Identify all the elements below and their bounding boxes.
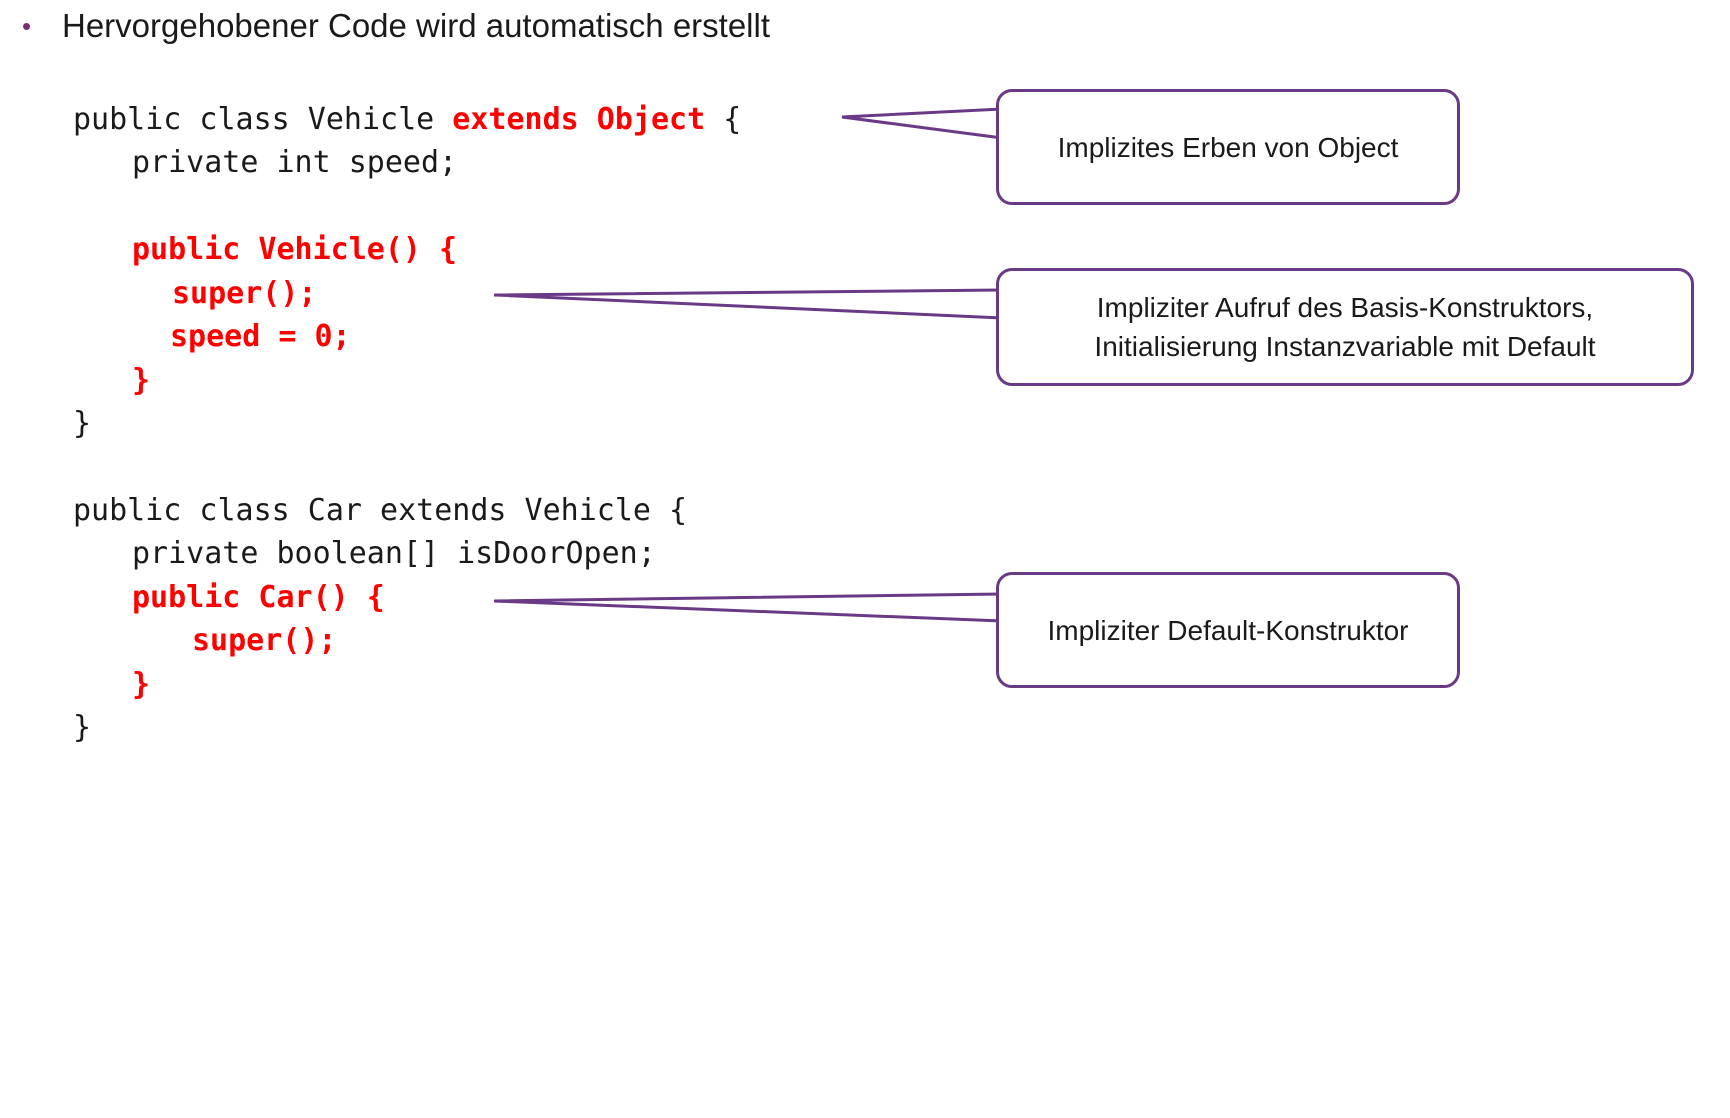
code-highlight-car-super-call: super();	[192, 623, 337, 658]
callout-text: Impliziter Default-Konstruktor	[1047, 614, 1409, 646]
callout-object-inheritance: Implizites Erben von Object	[996, 89, 1460, 205]
code-highlight-speed-init: speed = 0;	[170, 319, 351, 354]
code-line-car-field: private boolean[] isDoorOpen;	[132, 536, 656, 571]
bullet-icon: •	[22, 10, 32, 41]
code-line-car-class-close: }	[73, 710, 92, 745]
callout-base-ctor: Impliziter Aufruf des Basis-Konstruktors…	[996, 268, 1694, 386]
callout-text: Impliziter Aufruf des Basis-Konstruktors…	[1094, 288, 1595, 366]
code-line-vehicle-field: private int speed;	[132, 145, 458, 180]
code-highlight-extends-object: extends Object	[452, 102, 706, 137]
callout-text-line: Impliziter Aufruf des Basis-Konstruktors…	[1096, 292, 1594, 323]
pointer-default-ctor	[493, 592, 1003, 623]
bullet-text: Hervorgehobener Code wird automatisch er…	[62, 7, 771, 44]
code-highlight-super-call: super();	[172, 276, 317, 311]
code-line-vehicle-class-close: }	[73, 406, 92, 441]
bullet-item: • Hervorgehobener Code wird automatisch …	[22, 6, 770, 46]
callout-text: Implizites Erben von Object	[1057, 131, 1399, 163]
code-highlight-vehicle-ctor: public Vehicle() {	[132, 232, 458, 267]
pointer-base-ctor	[493, 288, 1003, 320]
code-highlight-car-ctor-close: }	[132, 667, 151, 702]
callout-text-line: Initialisierung Instanzvariable mit Defa…	[1094, 331, 1596, 362]
pointer-object-inheritance	[841, 107, 1003, 140]
callout-default-ctor: Impliziter Default-Konstruktor	[996, 572, 1460, 688]
code-line-car-class: public class Car extends Vehicle {	[73, 493, 688, 528]
code-highlight-car-ctor: public Car() {	[132, 580, 385, 615]
code-text: {	[705, 102, 742, 137]
code-line-vehicle-class: public class Vehicle extends Object {	[73, 98, 741, 141]
callout-pointers	[493, 107, 1003, 623]
code-text: public class Vehicle	[73, 102, 453, 137]
code-block: public class Vehicle extends Object { pr…	[0, 0, 741, 1118]
code-highlight-vehicle-ctor-close: }	[132, 363, 151, 398]
